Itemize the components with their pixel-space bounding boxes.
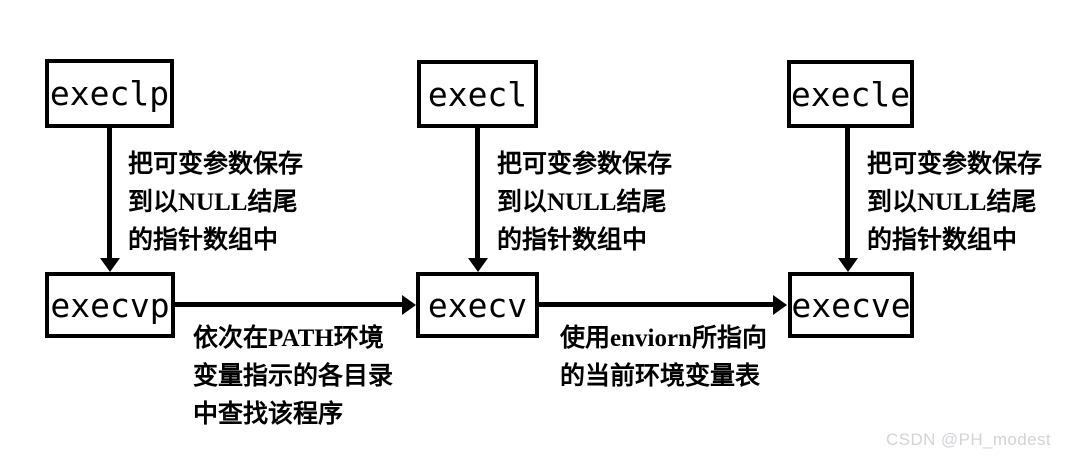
node-label-execv: execv (427, 285, 528, 325)
arrow-execvp-to-execv (175, 302, 404, 307)
annotation-line: 把可变参数保存 (867, 151, 1043, 178)
annotation-line: 到以NULL结尾 (128, 189, 298, 216)
annotation-line: 的指针数组中 (497, 227, 648, 254)
annotation-line: 依次在PATH环境 (193, 325, 384, 352)
annotation-line: 到以NULL结尾 (867, 189, 1037, 216)
annotation-execv-horizontal: 使用enviorn所指向 的当前环境变量表 (560, 320, 767, 396)
annotation-line: 使用enviorn所指向 (560, 325, 767, 352)
arrow-execlp-to-execvp (107, 127, 112, 259)
node-label-execve: execve (791, 285, 911, 325)
node-label-execle: execle (790, 74, 911, 114)
node-execle: execle (787, 60, 914, 128)
annotation-line: 把可变参数保存 (128, 151, 304, 178)
watermark-text: CSDN @PH_modest (886, 430, 1051, 449)
node-execvp: execvp (45, 272, 175, 338)
annotation-line: 中查找该程序 (193, 401, 344, 428)
node-execl: execl (417, 60, 538, 128)
annotation-line: 把可变参数保存 (497, 151, 673, 178)
annotation-line: 变量指示的各目录 (193, 363, 394, 390)
node-execve: execve (788, 272, 914, 338)
annotation-execvp-horizontal: 依次在PATH环境 变量指示的各目录 中查找该程序 (193, 320, 393, 434)
node-label-execvp: execvp (50, 285, 170, 325)
arrow-execl-to-execv (475, 127, 480, 259)
annotation-execl-vertical: 把可变参数保存 到以NULL结尾 的指针数组中 (497, 146, 672, 260)
arrow-execle-to-execve (845, 127, 850, 259)
annotation-line: 到以NULL结尾 (497, 189, 667, 216)
annotation-execle-vertical: 把可变参数保存 到以NULL结尾 的指针数组中 (867, 146, 1042, 260)
node-execv: execv (416, 272, 539, 338)
annotation-execlp-vertical: 把可变参数保存 到以NULL结尾 的指针数组中 (128, 146, 303, 260)
annotation-line: 的当前环境变量表 (560, 363, 761, 390)
node-execlp: execlp (45, 59, 174, 128)
node-label-execlp: execlp (49, 74, 170, 113)
arrow-execv-to-execve (539, 302, 775, 307)
node-label-execl: execl (427, 74, 528, 114)
annotation-line: 的指针数组中 (128, 227, 279, 254)
annotation-line: 的指针数组中 (867, 227, 1018, 254)
